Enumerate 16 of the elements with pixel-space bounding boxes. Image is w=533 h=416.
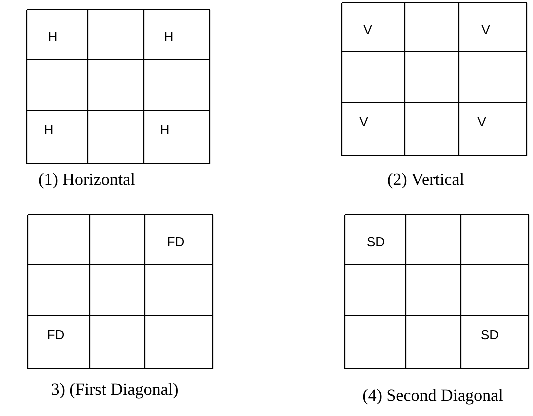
cell-letter: V xyxy=(364,26,372,34)
cell-letter: FD xyxy=(48,330,64,340)
caption: (4) Second Diagonal xyxy=(363,389,503,405)
caption: (2) Vertical xyxy=(388,173,464,189)
caption: (1) Horizontal xyxy=(39,173,136,189)
cell-letter: FD xyxy=(168,238,184,246)
cell-letter: V xyxy=(482,26,490,34)
cell-letter: V xyxy=(360,118,368,126)
cell-letter: H xyxy=(165,32,173,42)
cell-letter: SD xyxy=(482,330,498,340)
cell-letter: V xyxy=(478,118,486,126)
cell-letter: H xyxy=(161,126,169,134)
caption: 3) (First Diagonal) xyxy=(52,383,178,399)
cell-letter: H xyxy=(49,32,57,42)
cell-letter: H xyxy=(45,126,53,134)
cell-letter: SD xyxy=(368,237,384,247)
